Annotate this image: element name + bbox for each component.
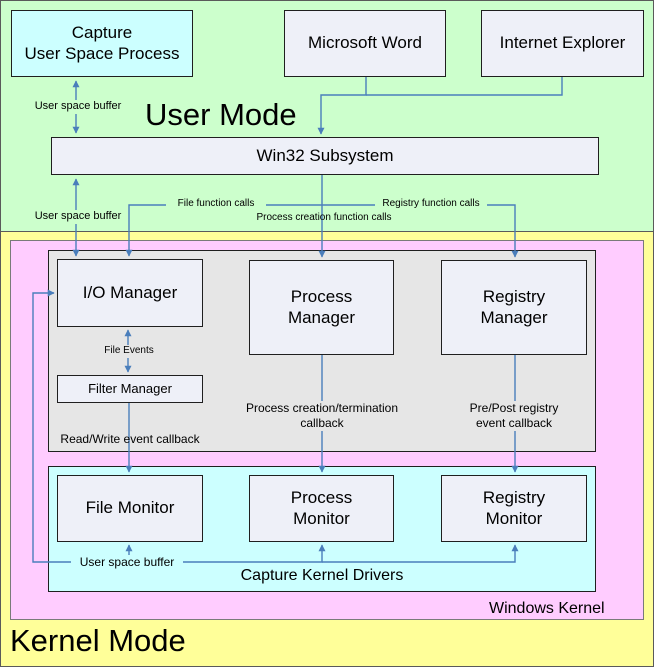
io-manager-box: I/O Manager [57,259,203,327]
registry-function-calls-label: Registry function calls [375,198,487,211]
process-monitor-box: Process Monitor [249,475,394,542]
registry-monitor-box: Registry Monitor [441,475,587,542]
filter-manager-box: Filter Manager [57,375,203,403]
user-space-buffer-label-mid: User space buffer [28,210,128,224]
process-creation-termination-callback-label: Process creation/termination callback [227,401,417,431]
capture-user-space-process-box: Capture User Space Process [11,10,193,77]
pre-post-registry-event-callback-label: Pre/Post registry event callback [451,401,577,431]
process-manager-box: Process Manager [249,260,394,355]
user-mode-label: User Mode [145,97,297,132]
file-monitor-box: File Monitor [57,475,203,542]
file-function-calls-label: File function calls [166,198,266,211]
internet-explorer-box: Internet Explorer [481,10,644,77]
registry-manager-box: Registry Manager [441,260,587,355]
win32-subsystem-box: Win32 Subsystem [51,137,599,175]
process-creation-function-calls-label: Process creation function calls [256,212,392,223]
file-events-label: File Events [95,345,163,358]
user-space-buffer-label-top: User space buffer [28,100,128,114]
user-space-buffer-label-bottom: User space buffer [71,555,183,570]
capture-kernel-drivers-label: Capture Kernel Drivers [240,567,404,584]
windows-kernel-label: Windows Kernel [489,600,605,617]
read-write-event-callback-label: Read/Write event callback [60,432,200,446]
kernel-mode-label: Kernel Mode [10,623,186,658]
microsoft-word-box: Microsoft Word [284,10,446,77]
